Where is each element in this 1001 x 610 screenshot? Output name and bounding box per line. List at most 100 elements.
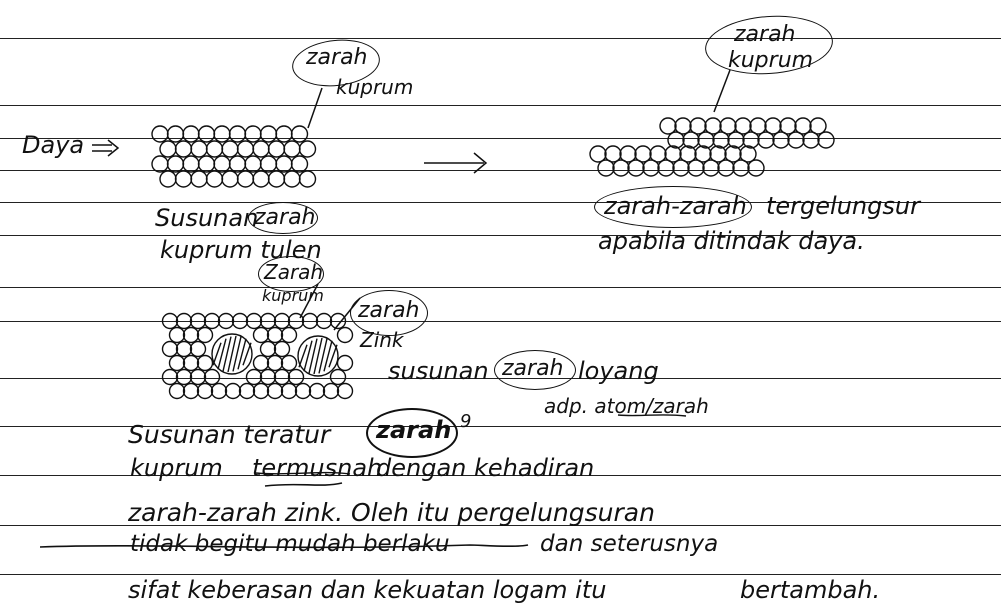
copper-particle (191, 342, 206, 357)
copper-particle (803, 132, 819, 148)
caption-tergelungsur: tergelungsur (766, 194, 920, 218)
copper-particle (275, 314, 290, 329)
copper-particle (773, 132, 789, 148)
caption-zarah: zarah (254, 207, 316, 229)
copper-particle (247, 314, 262, 329)
paragraph-line1-a: Susunan teratur (128, 422, 330, 447)
paragraph-line1-9: 9 (460, 413, 471, 431)
paragraph-side-note: adp. atom/zarah (544, 396, 709, 416)
copper-particle (733, 160, 749, 176)
copper-particle (338, 384, 353, 399)
copper-particle (261, 370, 276, 385)
copper-particle (668, 132, 684, 148)
copper-particle (163, 314, 178, 329)
copper-particle (698, 132, 714, 148)
copper-particle (703, 160, 719, 176)
transition-arrow-icon (424, 153, 486, 173)
copper-particle (268, 328, 283, 343)
copper-particle (261, 342, 276, 357)
copper-particle (177, 314, 192, 329)
copper-particle (160, 141, 176, 157)
copper-particle (303, 314, 318, 329)
copper-particle (743, 132, 759, 148)
copper-particle (254, 356, 269, 371)
copper-particle (199, 126, 215, 142)
copper-particle (292, 126, 308, 142)
copper-particle (183, 126, 199, 142)
copper-particle (289, 370, 304, 385)
copper-particle (688, 160, 704, 176)
copper-particle (275, 342, 290, 357)
copper-particle (254, 328, 269, 343)
copper-particle (269, 141, 285, 157)
copper-particle (177, 342, 192, 357)
copper-particle (198, 356, 213, 371)
caption-apabila: apabila ditindak daya. (598, 229, 865, 253)
copper-particle (284, 141, 300, 157)
copper-particle (160, 171, 176, 187)
copper-particle (170, 328, 185, 343)
paragraph-line3: zarah-zarah zink. Oleh itu pergelungsura… (128, 500, 655, 525)
copper-particle (300, 171, 316, 187)
copper-particle (296, 384, 311, 399)
copper-particle (176, 141, 192, 157)
copper-particle (191, 141, 207, 157)
copper-particle (324, 384, 339, 399)
caption-zarah-zarah: zarah-zarah (604, 194, 747, 218)
copper-particle (198, 384, 213, 399)
copper-particle (276, 156, 292, 172)
copper-particle (310, 384, 325, 399)
copper-particle (212, 384, 227, 399)
copper-particle (214, 156, 230, 172)
copper-particle (261, 314, 276, 329)
copper-particle (788, 132, 804, 148)
copper-particle (598, 160, 614, 176)
callout-word-kuprum: kuprum (728, 50, 813, 72)
copper-particle (660, 118, 676, 134)
copper-particle (191, 370, 206, 385)
copper-particle (818, 132, 834, 148)
paragraph-line2-rest: dengan kehadiran (376, 456, 594, 480)
copper-particle (177, 370, 192, 385)
copper-label-kuprum: kuprum (262, 288, 324, 304)
copper-particle (198, 328, 213, 343)
force-arrow-icon (92, 140, 118, 156)
copper-particle (268, 384, 283, 399)
copper-particle (289, 314, 304, 329)
callout-word-kuprum: kuprum (336, 77, 413, 97)
copper-particle (282, 356, 297, 371)
copper-particle (284, 171, 300, 187)
copper-particle (292, 156, 308, 172)
copper-particle (261, 156, 277, 172)
copper-particle (331, 370, 346, 385)
copper-particle (254, 384, 269, 399)
alloy-caption-zarah: zarah (502, 358, 564, 380)
copper-particle (163, 342, 178, 357)
copper-particle (728, 132, 744, 148)
copper-particle (718, 160, 734, 176)
paragraph-line5-bertambah: bertambah. (740, 578, 880, 602)
copper-particle (247, 370, 262, 385)
copper-particle (222, 141, 238, 157)
copper-particle (338, 356, 353, 371)
copper-particle (168, 126, 184, 142)
zinc-label-zarah: zarah (358, 300, 420, 322)
copper-particle (238, 141, 254, 157)
copper-particle (152, 156, 168, 172)
alloy-caption-loyang: loyang (578, 359, 659, 383)
copper-particle (183, 156, 199, 172)
copper-particle (713, 132, 729, 148)
copper-particle (275, 370, 290, 385)
copper-particle (170, 384, 185, 399)
paragraph-line2-kuprum: kuprum (130, 456, 223, 480)
copper-particle (230, 126, 246, 142)
copper-particle (219, 314, 234, 329)
copper-particle (245, 156, 261, 172)
copper-particle (628, 160, 644, 176)
paragraph-line4-struck: tidak begitu mudah berlaku (130, 533, 450, 556)
copper-particle (163, 370, 178, 385)
copper-particle (643, 160, 659, 176)
callout-pointer (714, 70, 730, 112)
caption-susunan: Susunan (155, 206, 258, 230)
